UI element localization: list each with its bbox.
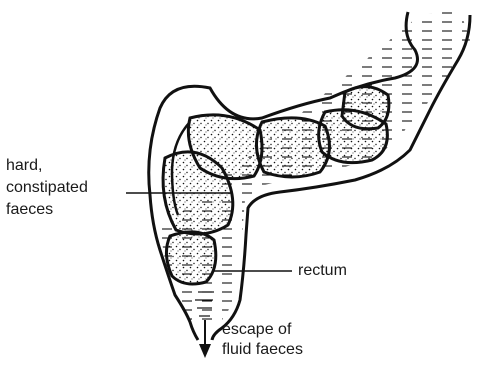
label-hard-line1: hard, [6,156,42,176]
label-rectum: rectum [298,261,347,281]
escape-arrow-head [199,344,211,358]
label-escape-line1: escape of [222,320,291,340]
label-escape-line2: fluid faeces [222,340,303,360]
faecal-lumps [163,87,389,284]
label-hard-line3: faeces [6,200,53,220]
lump-mid [256,118,329,177]
label-hard-line2: constipated [6,178,88,198]
lump-lower [166,232,215,284]
